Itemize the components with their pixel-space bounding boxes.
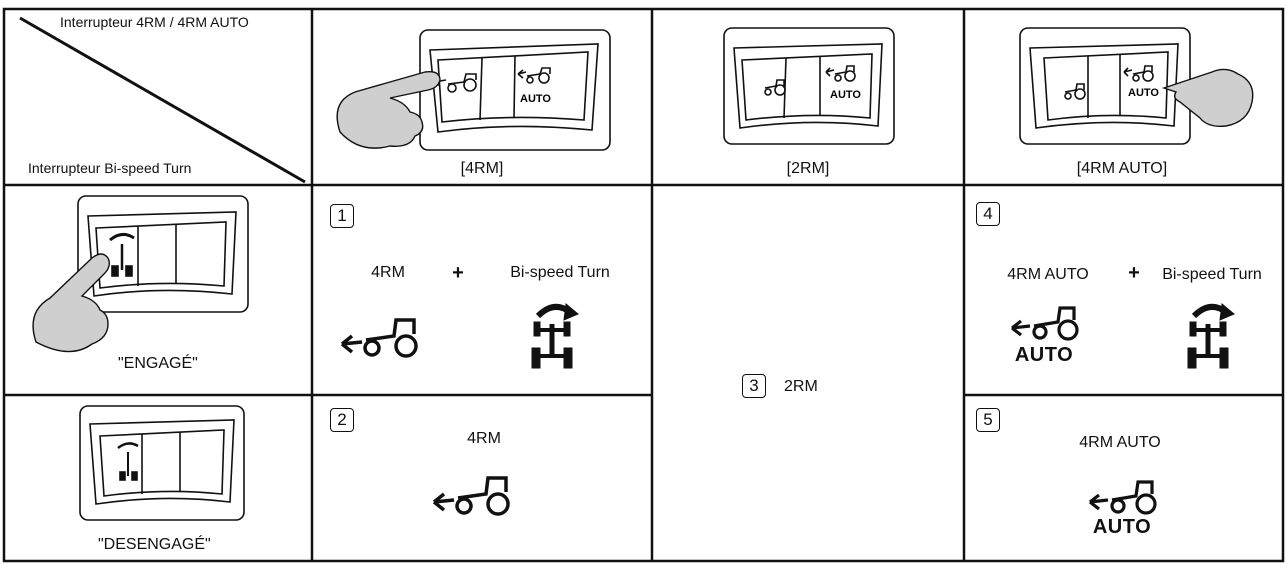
- cell-4-left-label: 4RM AUTO: [1007, 266, 1089, 283]
- switch-2rm-neutral-icon: AUTO: [723, 27, 895, 145]
- cell-4-plus: +: [1128, 262, 1140, 284]
- row-label-disengaged: "DESENGAGÉ": [98, 536, 211, 553]
- tractor-4wd-icon: [432, 476, 510, 516]
- switch-4rm-auto-pressed-icon: AUTO: [1019, 27, 1254, 145]
- bi-speed-switch-disengaged-icon: [79, 405, 245, 521]
- corner-bottom-label: Interrupteur Bi-speed Turn: [28, 160, 192, 176]
- switch-auto-text: AUTO: [1128, 87, 1159, 99]
- bi-speed-turn-icon: [531, 303, 579, 369]
- column-label-4rm: [4RM]: [460, 160, 504, 177]
- cell-1-left-label: 4RM: [371, 264, 405, 281]
- cell-4-right-label: Bi-speed Turn: [1162, 266, 1262, 283]
- cell-4-auto-text: AUTO: [1014, 344, 1074, 366]
- cell-5-auto-text: AUTO: [1092, 516, 1152, 538]
- column-label-2rm: [2RM]: [786, 160, 830, 177]
- switch-auto-text: AUTO: [830, 89, 861, 101]
- cell-2-label: 4RM: [467, 430, 501, 447]
- corner-top-label: Interrupteur 4RM / 4RM AUTO: [60, 14, 249, 30]
- bi-speed-switch-engaged-icon: [32, 195, 249, 353]
- cell-number-5: 5: [976, 408, 1000, 432]
- switch-4rm-pressed-icon: AUTO: [336, 29, 611, 151]
- tractor-4wd-auto-icon: [1089, 480, 1157, 515]
- tractor-4wd-auto-icon: [1011, 306, 1079, 341]
- cell-3-label: 2RM: [784, 378, 818, 395]
- cell-1-plus: +: [452, 262, 464, 284]
- cell-number-3: 3: [742, 374, 766, 398]
- cell-number-2: 2: [330, 408, 354, 432]
- row-label-engaged: "ENGAGÉ": [118, 355, 198, 372]
- column-label-4rm-auto: [4RM AUTO]: [1076, 160, 1168, 177]
- cell-5-label: 4RM AUTO: [1079, 434, 1161, 451]
- cell-number-4: 4: [976, 202, 1000, 226]
- bi-speed-turn-icon: [1187, 303, 1235, 369]
- cell-1-right-label: Bi-speed Turn: [510, 264, 610, 281]
- switch-auto-text: AUTO: [520, 93, 551, 105]
- cell-number-1: 1: [330, 204, 354, 228]
- tractor-4wd-icon: [340, 318, 418, 358]
